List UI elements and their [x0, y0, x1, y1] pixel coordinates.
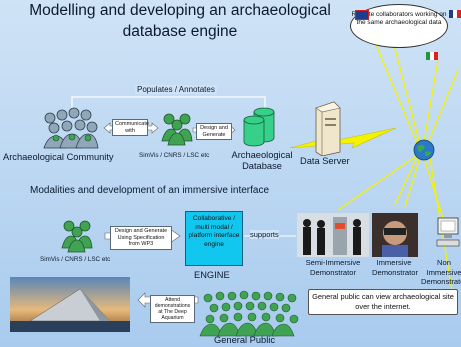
page-title: Modelling and developing an archaeologic… — [29, 2, 331, 40]
globe-icon — [413, 139, 435, 161]
simvis-top-label: SimVis / CNRS / LSC etc — [139, 152, 210, 159]
radio-link — [337, 155, 417, 211]
computer-icon — [436, 217, 460, 247]
people-group-icon — [161, 113, 193, 146]
communicate-with-label: Communicate with — [112, 119, 149, 136]
simvis-bottom-label: SimVis / CNRS / LSC etc — [40, 256, 111, 263]
flag-icon — [355, 10, 369, 20]
populates-label: Populates / Annotates — [135, 85, 217, 94]
engine-box: Collaborative / multi modal / platform i… — [185, 211, 243, 266]
database-icon — [243, 107, 275, 147]
data-server-label: Data Server — [300, 156, 350, 166]
flag-icon — [449, 10, 461, 18]
server-icon — [315, 101, 341, 156]
engine-caption: ENGINE — [194, 270, 230, 280]
archaeological-database-label: Archaeological Database — [231, 150, 293, 171]
attend-demonstrations-label: Attend demonstrations at The Deep Aquari… — [150, 295, 195, 323]
engine-box-label: Collaborative / multi modal / platform i… — [188, 215, 240, 248]
semi-immersive-label: Semi-Immersive Demonstrator — [305, 258, 361, 277]
populates-connector — [71, 96, 266, 112]
radio-link — [404, 156, 421, 208]
radio-link — [422, 59, 439, 149]
semi-immersive-photo — [297, 213, 369, 257]
archaeological-community-label: Archaeological Community — [3, 152, 114, 162]
general-public-note-label: General public can view archaeological s… — [312, 292, 454, 311]
immersive-label: Immersive Demonstrator — [372, 258, 419, 277]
modalities-heading: Modalities and development of an immersi… — [30, 185, 270, 196]
remote-collaborators-label: Remote collaborators working on the same… — [351, 11, 447, 26]
immersive-photo — [372, 213, 418, 257]
design-generate-label: Design and Generate — [196, 123, 232, 140]
radio-link — [423, 157, 444, 219]
supports-label: supports — [250, 230, 279, 239]
deep-aquarium-photo — [10, 277, 130, 332]
design-generate-spec-label: Design and Generate Using Specification … — [110, 226, 172, 250]
non-immersive-label: Non Immersive Demonstrator — [420, 258, 461, 286]
flag-icon — [426, 52, 438, 60]
radio-link — [425, 69, 459, 149]
general-public-note: General public can view archaeological s… — [308, 289, 458, 315]
people-group-icon — [61, 220, 93, 253]
radio-link — [394, 154, 419, 206]
people-group-icon — [43, 107, 99, 149]
people-group-icon — [199, 290, 299, 337]
general-public-label: General Public — [214, 335, 275, 345]
